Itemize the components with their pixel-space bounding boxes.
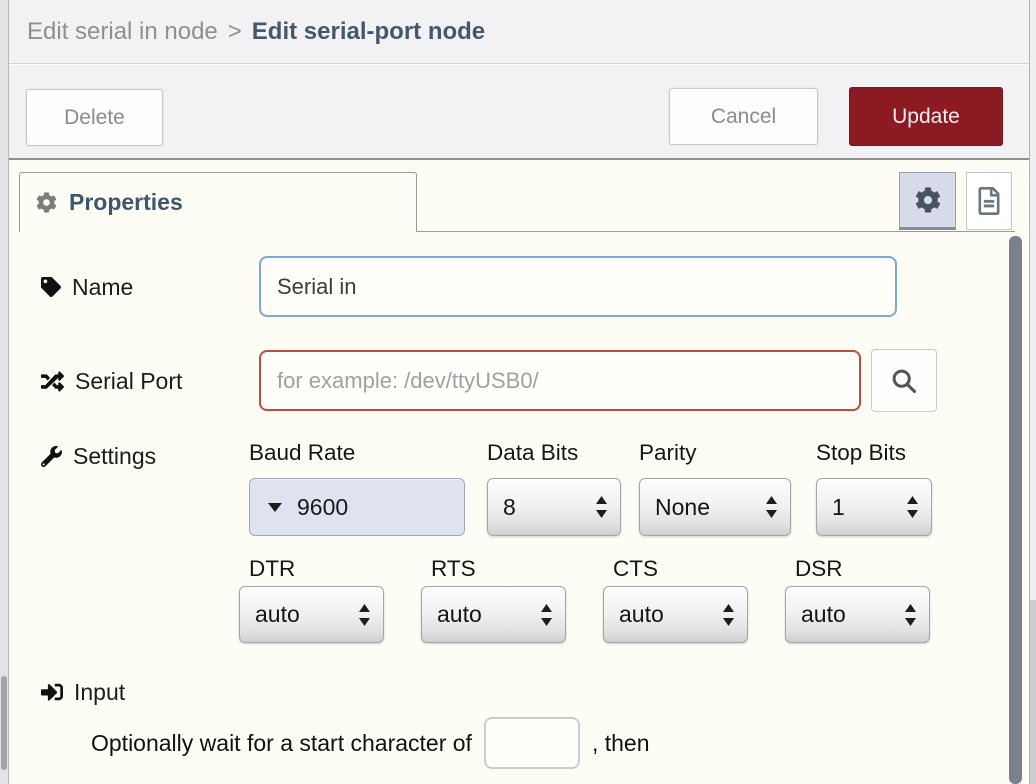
up-down-arrows-icon xyxy=(906,495,919,519)
settings-tab-button[interactable] xyxy=(899,172,956,230)
start-character-input[interactable] xyxy=(484,717,580,769)
rts-value: auto xyxy=(437,601,482,628)
up-down-arrows-icon xyxy=(595,495,608,519)
dsr-header: DSR xyxy=(795,556,843,582)
search-icon xyxy=(890,367,918,395)
cts-select[interactable]: auto xyxy=(603,586,748,643)
content-scrollbar-thumb[interactable] xyxy=(1009,236,1022,784)
parity-value: None xyxy=(655,494,710,521)
start-character-row: Optionally wait for a start character of… xyxy=(91,715,649,771)
rts-select[interactable]: auto xyxy=(421,586,566,643)
data-bits-value: 8 xyxy=(503,494,516,521)
input-label-text: Input xyxy=(74,679,125,706)
stop-bits-select[interactable]: 1 xyxy=(816,478,932,536)
serial-port-input[interactable] xyxy=(259,350,861,411)
gear-icon xyxy=(915,187,941,213)
rts-header: RTS xyxy=(431,556,476,582)
start-character-text-after: , then xyxy=(592,730,650,757)
breadcrumb: Edit serial in node > Edit serial-port n… xyxy=(9,0,1029,64)
shuffle-icon xyxy=(41,370,64,393)
stop-bits-value: 1 xyxy=(832,494,845,521)
dtr-header: DTR xyxy=(249,556,295,582)
wrench-icon xyxy=(41,446,62,467)
breadcrumb-separator: > xyxy=(228,18,242,46)
properties-panel: Name Serial Port Settings Baud Rate Data… xyxy=(9,232,1029,784)
serial-port-search-button[interactable] xyxy=(871,349,937,412)
caret-down-icon xyxy=(268,503,282,512)
input-section-label: Input xyxy=(41,672,125,712)
tab-properties-label: Properties xyxy=(69,189,183,216)
dialog-tray: Edit serial in node > Edit serial-port n… xyxy=(8,0,1030,784)
tab-bar: Properties xyxy=(9,162,1029,232)
start-character-text-before: Optionally wait for a start character of xyxy=(91,730,472,757)
dtr-select[interactable]: auto xyxy=(239,586,384,643)
parity-header: Parity xyxy=(639,440,697,466)
up-down-arrows-icon xyxy=(765,495,778,519)
name-input[interactable] xyxy=(259,256,897,317)
dsr-select[interactable]: auto xyxy=(785,586,930,643)
left-scrollbar-thumb[interactable] xyxy=(1,676,7,770)
data-bits-header: Data Bits xyxy=(487,440,578,466)
baud-rate-select[interactable]: 9600 xyxy=(249,478,465,536)
gear-icon xyxy=(36,192,57,213)
up-down-arrows-icon xyxy=(722,603,735,627)
dtr-value: auto xyxy=(255,601,300,628)
up-down-arrows-icon xyxy=(540,603,553,627)
data-bits-select[interactable]: 8 xyxy=(487,478,621,536)
baud-rate-header: Baud Rate xyxy=(249,440,355,466)
update-button[interactable]: Update xyxy=(849,87,1003,146)
baud-rate-value: 9600 xyxy=(297,494,348,521)
settings-field-label: Settings xyxy=(41,438,156,474)
tab-properties[interactable]: Properties xyxy=(19,172,417,232)
sign-in-icon xyxy=(41,681,63,703)
cts-header: CTS xyxy=(613,556,658,582)
serial-port-label-text: Serial Port xyxy=(75,368,182,395)
breadcrumb-parent: Edit serial in node xyxy=(27,18,218,46)
cancel-button[interactable]: Cancel xyxy=(669,88,818,145)
document-icon xyxy=(978,187,1000,215)
up-down-arrows-icon xyxy=(358,603,371,627)
cts-value: auto xyxy=(619,601,664,628)
right-scrollbar-thumb[interactable] xyxy=(1030,600,1036,784)
settings-label-text: Settings xyxy=(73,443,156,470)
docs-tab-button[interactable] xyxy=(966,172,1012,230)
right-gutter xyxy=(1030,0,1036,784)
dialog-toolbar: Delete Cancel Update xyxy=(9,65,1029,160)
serial-port-field-label: Serial Port xyxy=(41,350,182,412)
stop-bits-header: Stop Bits xyxy=(816,440,906,466)
name-label-text: Name xyxy=(72,274,133,301)
delete-button[interactable]: Delete xyxy=(26,89,163,146)
left-gutter xyxy=(0,0,8,784)
up-down-arrows-icon xyxy=(904,603,917,627)
parity-select[interactable]: None xyxy=(639,478,791,536)
name-field-label: Name xyxy=(41,256,133,318)
dsr-value: auto xyxy=(801,601,846,628)
tag-icon xyxy=(41,277,61,297)
breadcrumb-current: Edit serial-port node xyxy=(252,18,485,46)
